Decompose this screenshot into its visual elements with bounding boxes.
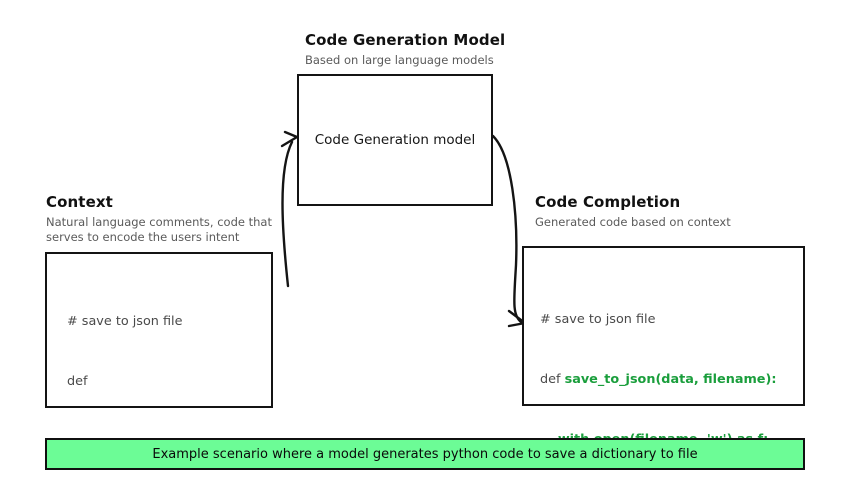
context-title: Context (46, 193, 113, 211)
context-subtitle: Natural language comments, code that ser… (46, 215, 272, 244)
model-heading-group: Code Generation Model Based on large lan… (305, 31, 505, 68)
model-subtitle: Based on large language models (305, 53, 494, 67)
context-code-text: # save to json file def (67, 272, 182, 432)
context-code-line-2: def (67, 374, 88, 389)
completion-code-box[interactable]: # save to json file def save_to_json(dat… (522, 246, 805, 447)
completion-code-generated-signature: save_to_json(data, filename): (564, 372, 777, 387)
context-code-line-1: # save to json file (67, 314, 183, 329)
code-generation-model-box[interactable]: Code Generation model (297, 74, 493, 206)
completion-heading-group: Code Completion Generated code based on … (535, 193, 731, 230)
completion-subtitle: Generated code based on context (535, 215, 731, 229)
completion-title: Code Completion (535, 193, 681, 211)
model-box-label: Code Generation model (314, 132, 476, 148)
arrow-context-to-model (280, 130, 299, 288)
caption-text: Example scenario where a model generates… (152, 446, 698, 462)
caption-banner: Example scenario where a model generates… (45, 438, 805, 470)
context-heading-group: Context Natural language comments, code … (46, 193, 272, 245)
context-code-box[interactable]: # save to json file def (45, 252, 273, 408)
completion-code-def-keyword: def (540, 372, 565, 387)
model-title: Code Generation Model (305, 31, 506, 49)
arrow-model-to-completion (491, 134, 527, 328)
completion-code-line-def: def save_to_json(data, filename): (540, 370, 785, 390)
completion-code-line-comment: # save to json file (540, 312, 656, 327)
